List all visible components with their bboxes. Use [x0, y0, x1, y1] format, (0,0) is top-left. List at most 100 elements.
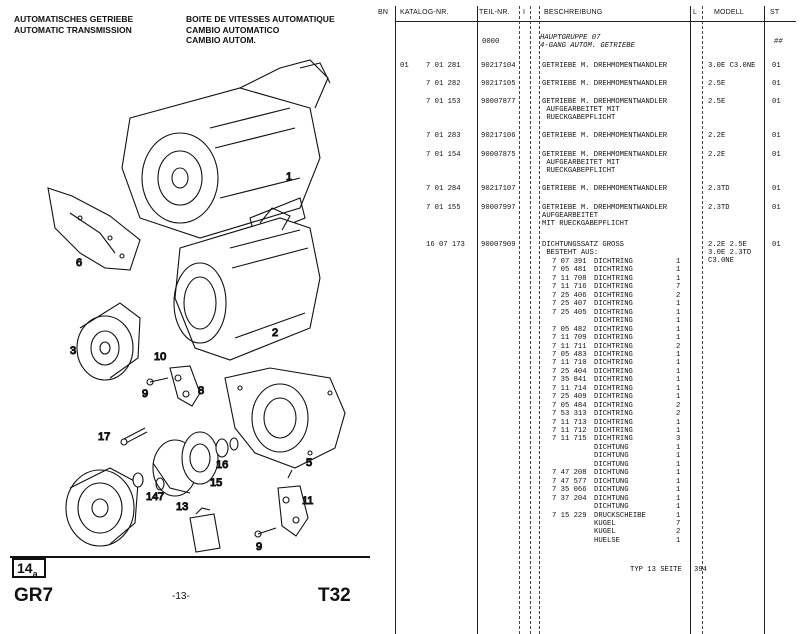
callout-label: 2: [272, 327, 278, 339]
callout-label: 3: [70, 345, 76, 357]
part-filter: [189, 507, 221, 553]
item-desc: DICHTRING: [594, 300, 633, 309]
item-katalog: 7 11 715: [552, 435, 587, 444]
footer-text: TYP 13 SEITE: [630, 566, 682, 574]
exploded-parts-diagram: 1 2 3 4 5 6 7 8 9 9 10 11 12 13 14 15 16…: [47, 59, 346, 554]
page-badge: 14a: [12, 558, 46, 579]
item-desc: DICHTRING: [594, 376, 633, 385]
item-desc: DICHTRING: [594, 384, 633, 393]
col-header-l: L: [693, 9, 698, 16]
item-desc: DICHTRING: [594, 334, 633, 343]
col-header-katalog: KATALOG-NR.: [400, 9, 449, 16]
item-katalog: 7 11 709: [552, 334, 587, 343]
item-katalog: 7 05 482: [552, 325, 587, 334]
item-desc: DICHTRING: [594, 410, 633, 419]
right-page-parts-table: BN KATALOG-NR. TEIL-NR. I BESCHREIBUNG L…: [378, 0, 800, 634]
item-katalog: 7 25 409: [552, 393, 587, 402]
item-desc: DICHTRING: [594, 435, 633, 444]
item-qty: 2: [676, 401, 681, 410]
col-divider: [539, 6, 540, 634]
page-badge-number: 14: [17, 560, 33, 576]
item-katalog: 7 25 405: [552, 308, 587, 317]
item-desc: DICHTRING: [594, 266, 633, 275]
item-katalog: 7 11 714: [552, 384, 587, 393]
group-code: GR7: [14, 585, 54, 606]
footer-page: 394: [694, 566, 707, 574]
callout-label: 1: [286, 171, 292, 183]
item-qty: 1: [676, 266, 681, 275]
item-katalog: 7 25 404: [552, 367, 587, 376]
item-katalog: 7 25 406: [552, 291, 587, 300]
item-katalog: 7 35 066: [552, 486, 587, 495]
callout-label: 8: [198, 385, 204, 397]
item-qty: 2: [676, 528, 681, 537]
item-katalog: 7 37 204: [552, 494, 587, 503]
item-katalog: 7 11 716: [552, 283, 587, 292]
cell-modell: 3.0E C3.0NE: [708, 62, 756, 70]
item-qty: 1: [676, 536, 681, 545]
item-desc: DICHTUNG: [594, 486, 629, 495]
part-bracket-lower: [254, 469, 309, 538]
callout-label: 17: [98, 431, 110, 443]
item-desc: DICHTRING: [594, 283, 633, 292]
item-desc: KUGEL: [594, 519, 616, 528]
cell-modell: 2.2E 2.5E: [708, 241, 747, 249]
col-divider: [702, 6, 703, 634]
col-header-teil: TEIL-NR.: [479, 9, 510, 16]
callout-label: 16: [216, 459, 228, 471]
item-qty: 2: [676, 342, 681, 351]
col-divider: [519, 6, 520, 634]
item-desc: DICHTUNG: [594, 452, 629, 461]
callout-label: 9: [142, 388, 148, 400]
cell-modell: 2.3TD: [708, 185, 730, 193]
header-right-line: CAMBIO AUTOMATICO: [186, 24, 280, 35]
item-desc: DICHTRING: [594, 317, 633, 326]
cell-teil: 90007997: [481, 204, 516, 212]
item-katalog: 7 11 708: [552, 274, 587, 283]
item-desc: DICHTRING: [594, 393, 633, 402]
cell-beschreibung: GETRIEBE M. DREHMOMENTWANDLER: [542, 151, 668, 159]
cell-teil: 90217107: [481, 185, 516, 193]
callout-label: 7: [158, 491, 164, 503]
top-desc-line: HAUPTGRUPPE 07: [540, 34, 601, 42]
item-katalog: 7 47 577: [552, 477, 587, 486]
item-katalog: 7 11 712: [552, 427, 587, 435]
item-qty: 1: [676, 418, 681, 427]
item-katalog: 7 05 481: [552, 266, 587, 275]
item-qty: 1: [676, 359, 681, 368]
cell-beschreibung: AUFGEARBEITET: [542, 212, 599, 221]
item-desc: DICHTRING: [594, 274, 633, 283]
item-qty: 2: [676, 410, 681, 419]
cell-st: 01: [772, 98, 781, 106]
item-qty: 1: [676, 477, 681, 486]
item-desc: HUELSE: [594, 536, 620, 545]
item-desc: DICHTUNG: [594, 477, 629, 486]
page-badge-suffix: a: [32, 568, 38, 579]
cell-st: 01: [772, 80, 781, 88]
item-qty: 7: [676, 283, 681, 292]
col-header-modell: MODELL: [714, 9, 744, 16]
cell-beschreibung: RUECKGABEPFLICHT: [542, 114, 616, 123]
item-katalog: 7 25 407: [552, 300, 587, 309]
table-code: T32: [318, 585, 351, 606]
part-transmission-assembly: [121, 59, 331, 239]
cell-teil: 90217106: [481, 132, 516, 140]
callout-label: 14: [146, 491, 158, 503]
part-drum: [76, 302, 141, 381]
col-divider: [477, 6, 478, 634]
item-qty: 1: [676, 427, 681, 435]
item-katalog: 7 07 391: [552, 258, 587, 266]
callout-label: 15: [210, 477, 222, 489]
callout-label: 11: [302, 495, 313, 507]
cell-st: 01: [772, 132, 781, 140]
item-desc: DICHTRING: [594, 359, 633, 368]
item-katalog: 7 11 711: [552, 342, 587, 351]
cell-katalog: 7 01 282: [426, 80, 461, 88]
part-small-washer: [132, 472, 144, 488]
cell-beschreibung: AUFGEARBEITET MIT: [542, 106, 620, 115]
item-desc: DICHTUNG: [594, 460, 629, 469]
part-cover-plate: [47, 187, 141, 271]
item-qty: 1: [676, 384, 681, 393]
